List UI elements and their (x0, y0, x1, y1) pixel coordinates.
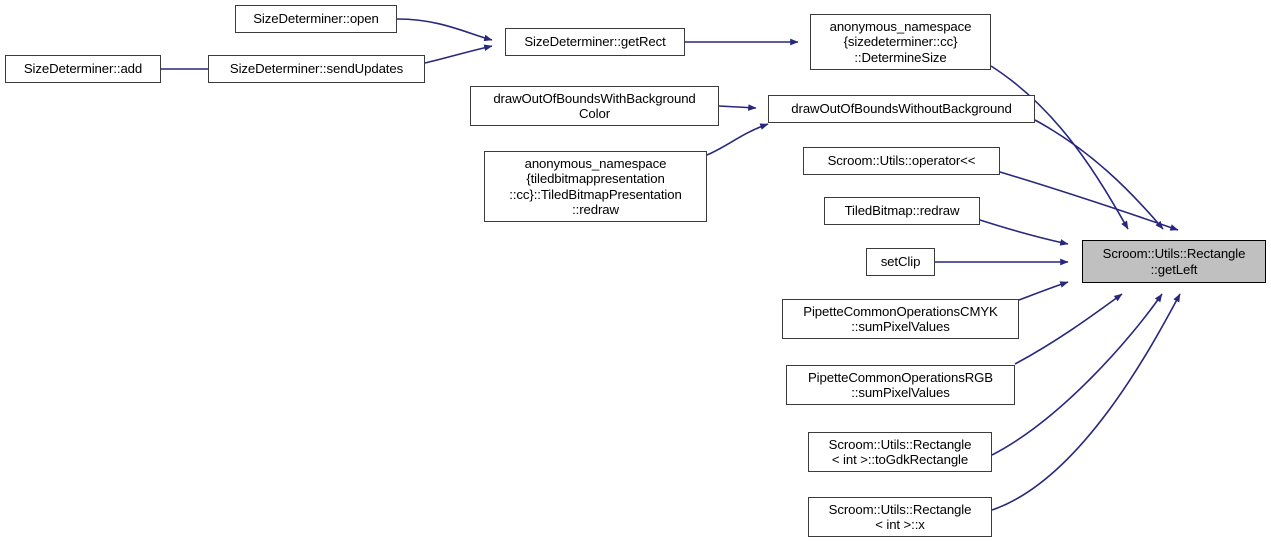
edge-tbpredraw-to-doobwobg (706, 123, 769, 156)
graph-node-doobwbg[interactable]: drawOutOfBoundsWithBackground Color (470, 86, 719, 126)
graph-node-cmyk[interactable]: PipetteCommonOperationsCMYK ::sumPixelVa… (782, 299, 1019, 339)
edge-rectx-to-getleft (991, 293, 1181, 511)
edge-detsize-to-getleft (990, 65, 1129, 230)
graph-node-getleft[interactable]: Scroom::Utils::Rectangle ::getLeft (1082, 240, 1266, 283)
edge-operator-to-getleft (999, 171, 1179, 231)
edge-open-to-getrect (396, 18, 493, 42)
graph-node-getrect[interactable]: SizeDeterminer::getRect (505, 28, 685, 56)
edge-sendupd-to-getrect (424, 44, 493, 64)
graph-node-rectx[interactable]: Scroom::Utils::Rectangle < int >::x (808, 497, 992, 537)
graph-node-add[interactable]: SizeDeterminer::add (5, 55, 161, 83)
graph-node-setclip[interactable]: setClip (866, 248, 935, 276)
edge-rgb-to-getleft (1014, 293, 1123, 365)
graph-node-tbpredraw[interactable]: anonymous_namespace {tiledbitmappresenta… (484, 151, 707, 222)
graph-node-operator[interactable]: Scroom::Utils::operator<< (803, 147, 1000, 175)
edge-tbredraw-to-getleft (979, 219, 1069, 246)
graph-node-doobwobg[interactable]: drawOutOfBoundsWithoutBackground (768, 95, 1035, 123)
graph-node-sendupd[interactable]: SizeDeterminer::sendUpdates (208, 55, 425, 83)
graph-node-detsize[interactable]: anonymous_namespace {sizedeterminer::cc}… (810, 14, 991, 70)
edge-doobwbg-to-doobwobg (718, 104, 757, 111)
graph-node-rgb[interactable]: PipetteCommonOperationsRGB ::sumPixelVal… (786, 365, 1015, 405)
graph-node-open[interactable]: SizeDeterminer::open (235, 5, 397, 33)
edge-doobwobg-to-getleft (1034, 119, 1164, 230)
edge-cmyk-to-getleft (1018, 281, 1069, 301)
graph-node-tbredraw[interactable]: TiledBitmap::redraw (824, 197, 980, 225)
graph-node-togdk[interactable]: Scroom::Utils::Rectangle < int >::toGdkR… (808, 432, 992, 472)
